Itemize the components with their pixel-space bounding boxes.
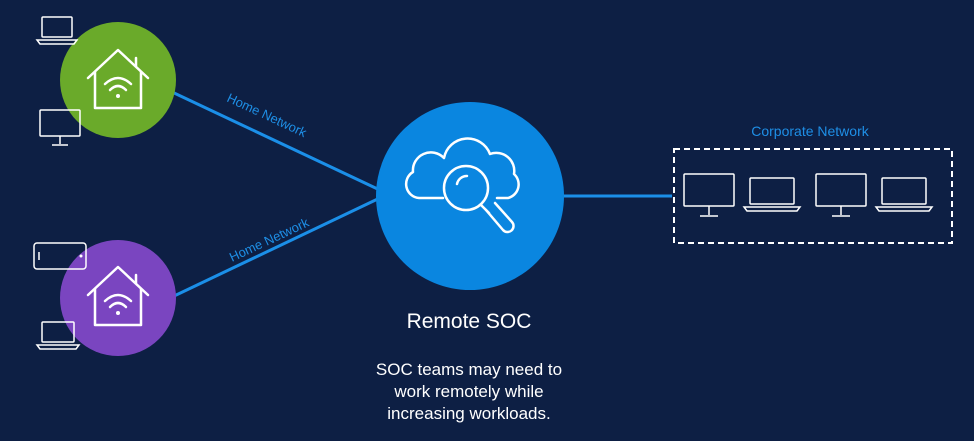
laptop-icon [874, 177, 934, 212]
house-wifi-icon [86, 265, 150, 327]
phone-icon [33, 242, 87, 270]
remote-soc-title: Remote SOC [406, 310, 532, 333]
description-line-2: work remotely while [394, 382, 544, 401]
laptop-icon [742, 177, 802, 212]
home-node-2 [60, 240, 176, 356]
home-node-2-circle [60, 240, 176, 356]
edge-label-home-network-2: Home Network [227, 215, 312, 265]
desktop-icon [39, 109, 81, 146]
home-node-1-circle [60, 22, 176, 138]
laptop-icon [35, 321, 81, 350]
house-wifi-icon [86, 48, 150, 110]
desktop-icon [815, 173, 867, 217]
remote-soc-circle[interactable] [376, 102, 564, 290]
connector-home1-soc [171, 90, 385, 194]
remote-soc-node[interactable] [376, 102, 564, 290]
desktop-icon [683, 173, 735, 217]
corporate-network-label: Corporate Network [751, 123, 869, 139]
connector-home2-soc [171, 194, 385, 299]
description-line-1: SOC teams may need to [375, 360, 563, 379]
corporate-network-box [673, 148, 953, 244]
edge-label-home-network-1: Home Network [225, 90, 310, 140]
home-node-1 [60, 22, 176, 138]
description-line-3: increasing workloads. [387, 404, 551, 423]
remote-soc-description: SOC teams may need to work remotely whil… [329, 359, 609, 425]
laptop-icon [35, 16, 79, 45]
cloud-search-icon [404, 137, 520, 234]
